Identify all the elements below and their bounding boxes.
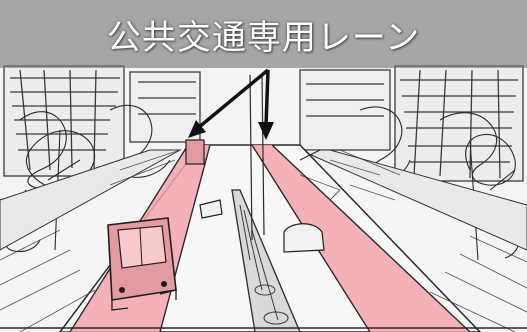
annotation-arrows: [188, 68, 274, 140]
bus: [107, 217, 177, 311]
car-left: [199, 199, 223, 219]
arrow-to-right-lane-icon: [258, 69, 274, 140]
title-banner: 公共交通専用レーン: [0, 0, 527, 68]
background-buildings: [3, 65, 524, 182]
banner-title: 公共交通専用レーン: [106, 18, 421, 58]
arrow-to-left-lane-icon: [188, 68, 270, 138]
right-bus-lane: [252, 145, 470, 332]
median-strip: [231, 189, 301, 332]
car-right: [283, 223, 325, 253]
distant-bus: [185, 139, 205, 165]
